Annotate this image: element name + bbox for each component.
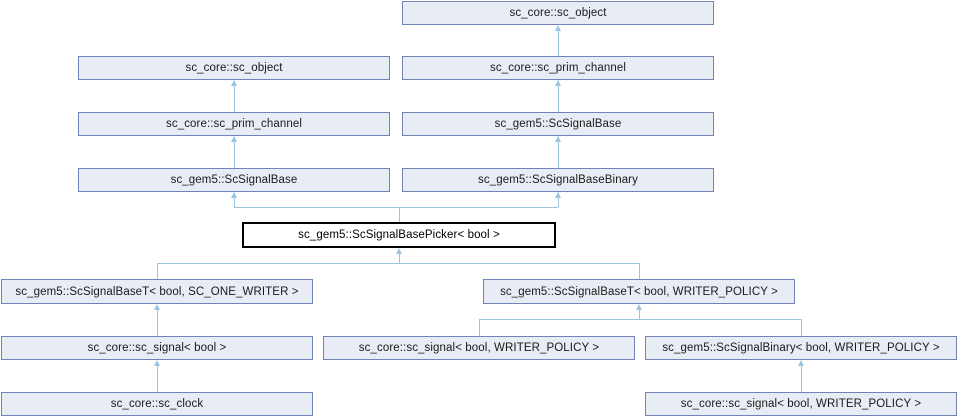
inheritance-arrowhead-icon <box>231 80 237 86</box>
edge-segment <box>399 207 558 208</box>
edge-segment <box>399 207 400 222</box>
class-node[interactable]: sc_core::sc_signal< bool, WRITER_POLICY … <box>645 392 957 416</box>
class-node-label: sc_core::sc_signal< bool, WRITER_POLICY … <box>358 342 600 354</box>
inheritance-arrowhead-icon <box>231 136 237 142</box>
inheritance-arrowhead-icon <box>555 80 561 86</box>
class-node[interactable]: sc_core::sc_object <box>402 1 714 25</box>
class-node-label: sc_core::sc_signal< bool > <box>87 342 227 354</box>
class-node-label: sc_core::sc_signal< bool, WRITER_POLICY … <box>680 398 922 410</box>
class-node-label: sc_core::sc_prim_channel <box>490 62 626 74</box>
class-node[interactable]: sc_gem5::ScSignalBaseT< bool, SC_ONE_WRI… <box>1 279 313 304</box>
edge-segment <box>801 319 802 336</box>
edge-segment <box>639 263 640 279</box>
edge-segment <box>234 142 235 168</box>
inheritance-arrowhead-icon <box>555 136 561 142</box>
edge-segment <box>639 310 640 319</box>
edge-segment <box>558 198 559 207</box>
edge-segment <box>801 366 802 392</box>
class-node-label: sc_core::sc_object <box>509 7 607 19</box>
inheritance-arrowhead-icon <box>154 304 160 310</box>
edge-segment <box>157 263 639 264</box>
edge-segment <box>479 319 480 336</box>
edge-segment <box>479 319 801 320</box>
class-node-label: sc_gem5::ScSignalBaseT< bool, WRITER_POL… <box>500 285 778 298</box>
class-node[interactable]: sc_core::sc_signal< bool, WRITER_POLICY … <box>323 336 635 360</box>
edge-segment <box>157 310 158 336</box>
edge-segment <box>234 207 399 208</box>
class-node[interactable]: sc_core::sc_prim_channel <box>402 56 714 80</box>
class-node-label: sc_core::sc_clock <box>110 398 204 410</box>
edge-segment <box>399 254 400 263</box>
class-node[interactable]: sc_gem5::ScSignalBaseT< bool, WRITER_POL… <box>483 279 795 304</box>
class-node[interactable]: sc_core::sc_prim_channel <box>78 112 390 136</box>
edge-segment <box>234 86 235 112</box>
inheritance-arrowhead-icon <box>231 192 237 198</box>
class-node-label: sc_core::sc_object <box>185 62 283 74</box>
edge-segment <box>558 142 559 168</box>
inheritance-arrowhead-icon <box>396 248 402 254</box>
inheritance-arrowhead-icon <box>555 192 561 198</box>
inheritance-arrowhead-icon <box>636 304 642 310</box>
edge-segment <box>157 263 158 279</box>
class-node[interactable]: sc_gem5::ScSignalBaseBinary <box>402 168 714 192</box>
inheritance-arrowhead-icon <box>154 360 160 366</box>
edge-segment <box>157 366 158 392</box>
edge-segment <box>234 198 235 207</box>
class-node-current[interactable]: sc_gem5::ScSignalBasePicker< bool > <box>242 222 556 248</box>
inheritance-arrowhead-icon <box>798 360 804 366</box>
edge-segment <box>558 86 559 112</box>
class-node[interactable]: sc_core::sc_object <box>78 56 390 80</box>
class-node[interactable]: sc_core::sc_clock <box>1 392 313 416</box>
class-node[interactable]: sc_core::sc_signal< bool > <box>1 336 313 360</box>
class-node[interactable]: sc_gem5::ScSignalBinary< bool, WRITER_PO… <box>645 336 957 360</box>
class-node-label: sc_core::sc_prim_channel <box>166 118 302 130</box>
class-node-label: sc_gem5::ScSignalBasePicker< bool > <box>298 229 500 241</box>
class-node-label: sc_gem5::ScSignalBase <box>494 118 622 130</box>
inheritance-arrowhead-icon <box>555 25 561 31</box>
class-node[interactable]: sc_gem5::ScSignalBase <box>78 168 390 192</box>
class-node-label: sc_gem5::ScSignalBase <box>170 174 298 186</box>
class-node[interactable]: sc_gem5::ScSignalBase <box>402 112 714 136</box>
edge-segment <box>558 31 559 56</box>
class-node-label: sc_gem5::ScSignalBinary< bool, WRITER_PO… <box>662 342 940 354</box>
class-node-label: sc_gem5::ScSignalBaseT< bool, SC_ONE_WRI… <box>15 285 299 298</box>
class-node-label: sc_gem5::ScSignalBaseBinary <box>478 174 638 186</box>
